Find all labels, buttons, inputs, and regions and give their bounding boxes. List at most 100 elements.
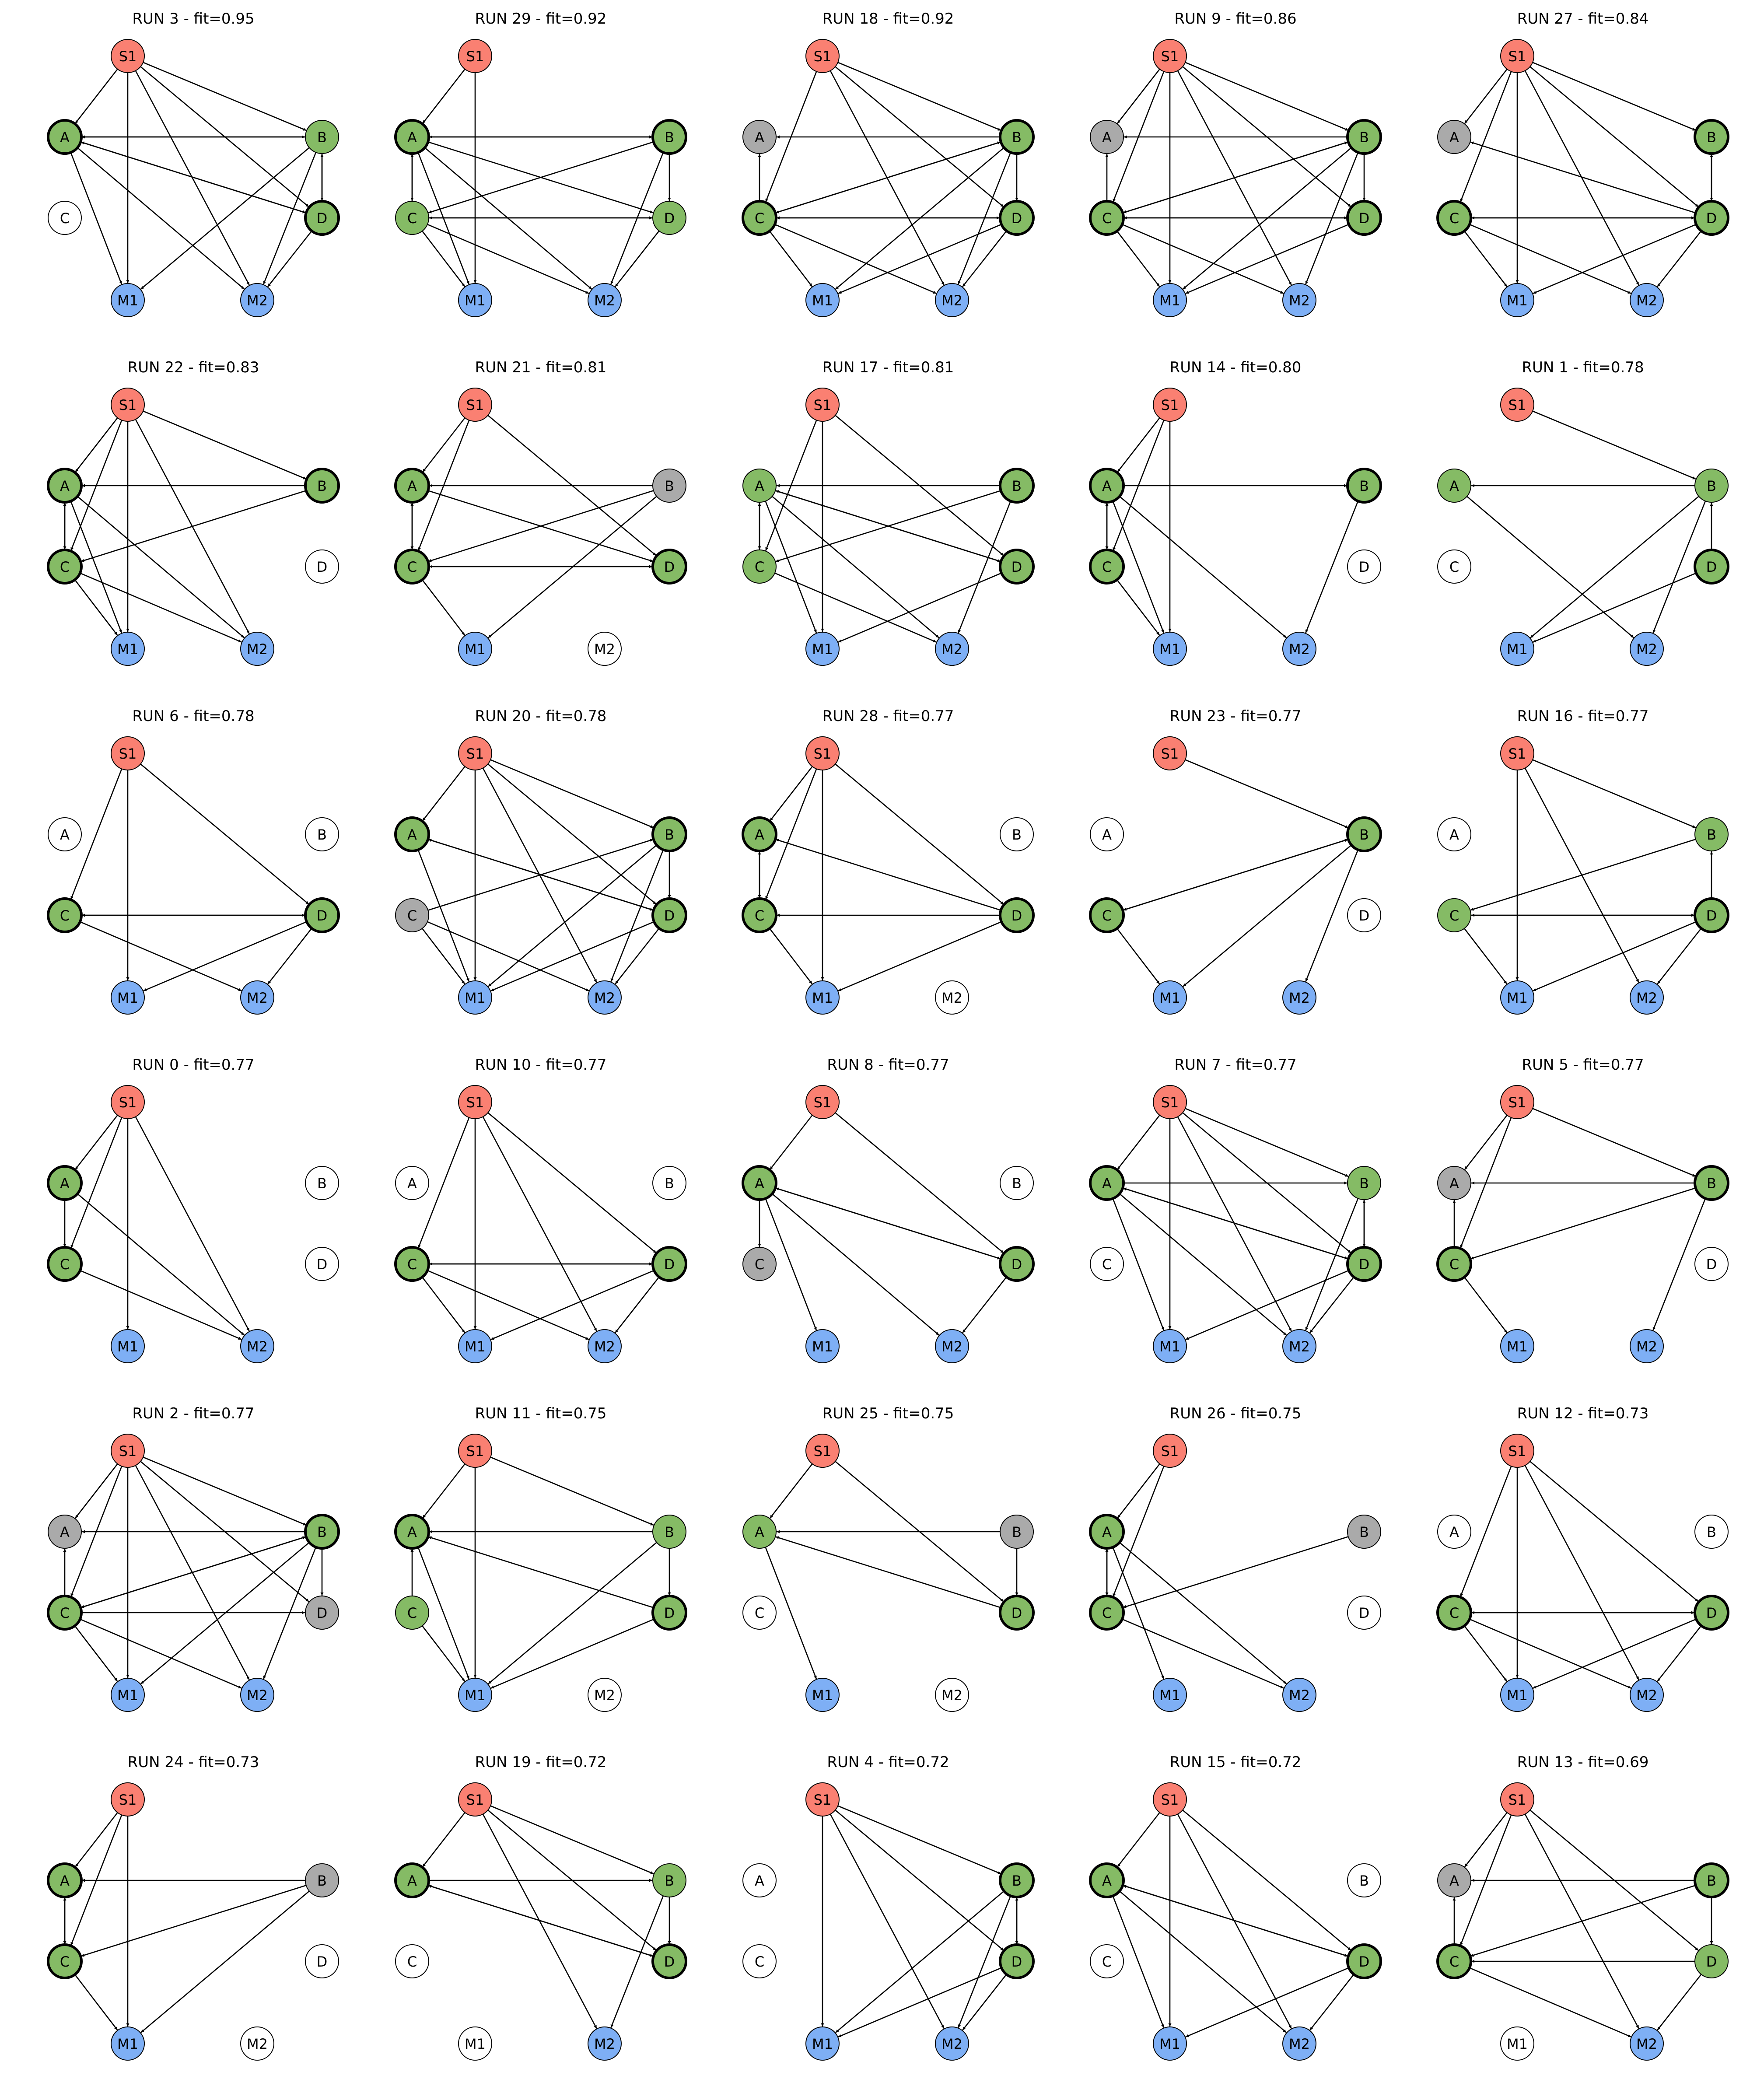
node-label: D [1012,1256,1022,1273]
node-label: M2 [1636,641,1657,658]
node-label: D [317,559,328,575]
node-s1 [1500,388,1534,422]
node-label: C [60,1605,70,1621]
edge-b-to-m2 [958,1895,1012,2028]
edge-a-to-m2 [1119,496,1287,638]
node-b [1694,119,1729,155]
node-m2 [240,283,274,317]
edge-d-to-m1 [490,1270,654,1340]
edge-c-to-m2 [1122,224,1284,294]
node-m1 [111,1329,145,1363]
edge-c-to-m2 [80,1270,242,1340]
node-m2 [1282,2026,1316,2061]
node-s1 [1153,736,1187,770]
node-label: M2 [594,1338,615,1355]
edge-a-to-m1 [1112,1895,1165,2028]
edge-s1-to-a [74,1115,118,1170]
edge-s1-to-a [422,69,466,124]
edge-a-to-m2 [77,1193,245,1336]
node-label: A [407,1872,417,1889]
edge-group [1112,1108,1366,1340]
edge-c-to-m1 [1464,1277,1508,1333]
edge-group [1105,62,1366,294]
node-c [395,1596,429,1630]
edge-c-to-m1 [74,1625,118,1682]
edge-d-to-m2 [1657,928,1702,985]
node-label: C [60,1953,70,1970]
edge-d-to-a [428,1885,654,1957]
node-m1 [1153,632,1187,666]
node-s1 [1500,1434,1534,1468]
node-d [1346,1943,1382,1979]
edge-a-to-m1 [1112,1198,1165,1331]
edge-s1-to-b [1185,1108,1349,1177]
node-a [47,1165,83,1201]
panel-title: RUN 26 - fit=0.75 [1170,1405,1302,1422]
node-d [305,1247,339,1281]
node-a [394,1514,430,1550]
edge-c-to-m2 [774,224,937,294]
node-b [1347,1863,1381,1897]
panel-title: RUN 0 - fit=0.77 [132,1056,254,1074]
node-label: A [60,478,70,494]
edge-c-to-m2 [1122,1618,1284,1689]
node-s1 [1153,1434,1187,1468]
node-a [1437,120,1471,154]
node-a [742,1863,777,1897]
node-label: B [1359,1175,1369,1192]
edge-d-to-a [1123,1885,1349,1957]
node-label: B [665,129,674,146]
node-label: S1 [1508,1443,1526,1460]
node-label: B [1359,1872,1369,1889]
edge-b-to-m2 [958,500,1012,634]
edge-c-to-b [1122,839,1348,911]
node-m1 [1500,1678,1534,1712]
node-a [1437,817,1471,851]
edge-group [422,1805,671,2029]
node-label: S1 [814,1792,832,1808]
node-d [651,897,687,933]
node-m1 [111,980,145,1015]
edge-group [70,763,312,991]
edge-group [63,1812,310,2033]
node-d [651,1943,687,1979]
node-label: B [1012,478,1022,494]
edge-s1-to-d [835,1112,1004,1254]
node-s1 [458,1085,492,1119]
edge-s1-to-d [487,763,657,905]
edge-d-to-m1 [838,1967,1002,2037]
edge-b-to-c [1470,1187,1696,1260]
node-label: B [317,1872,327,1889]
node-label: M2 [247,990,268,1006]
node-b [1347,1166,1381,1200]
node-m2 [588,980,622,1015]
node-d [305,1596,339,1630]
node-label: S1 [1161,397,1179,413]
node-label: M1 [1159,292,1180,309]
node-label: D [664,1605,675,1621]
node-c [742,1596,777,1630]
node-label: A [755,826,764,843]
node-label: M2 [1289,1338,1310,1355]
edge-s1-to-d [487,1112,657,1254]
node-label: B [1359,478,1369,494]
node-m1 [805,632,840,666]
edge-group [1452,1108,1706,1333]
node-s1 [805,736,840,770]
node-d [999,549,1035,584]
node-c [1436,1595,1472,1631]
node-label: M2 [247,1338,268,1355]
node-label: B [1707,129,1716,146]
panel-title: RUN 11 - fit=0.75 [475,1405,607,1422]
node-a [394,119,430,155]
edge-s1-to-a [422,417,466,473]
edge-b-to-m2 [1652,500,1706,634]
node-b [1000,1515,1034,1549]
edge-a-to-m1 [1112,1547,1165,1680]
node-label: S1 [1161,1792,1179,1808]
edge-d-to-m1 [1533,224,1697,294]
node-b [652,1863,686,1897]
edge-s1-to-c [1460,1466,1512,1597]
